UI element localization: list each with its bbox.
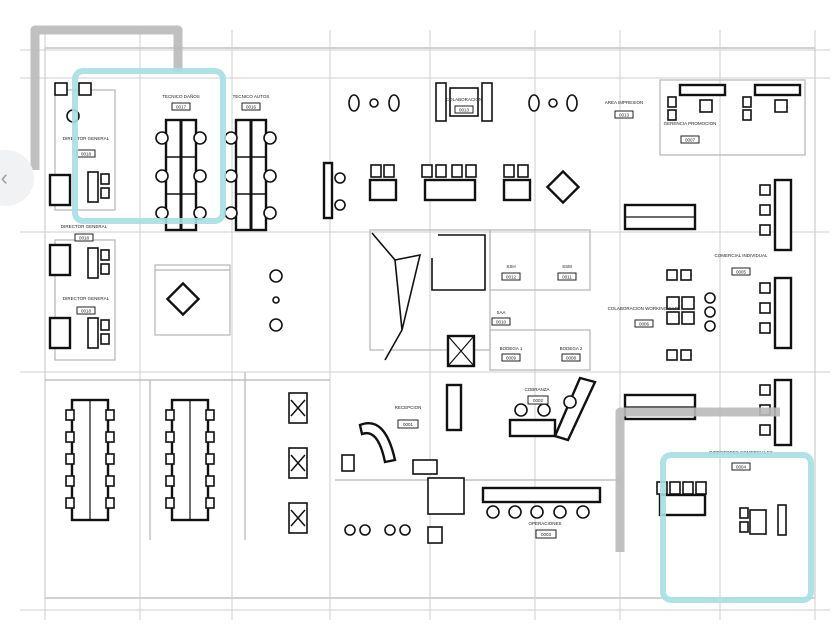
svg-text:0010: 0010 [496,320,507,325]
room-label-comercial-individual: COMERCIAL INDIVIDUAL 0005 [714,253,768,276]
svg-text:0006: 0006 [639,322,650,327]
room-label-cobranza: COBRANZA 0002 [524,387,550,405]
cyan-highlight-top-left [72,68,226,224]
svg-text:TECNICO AUTOS: TECNICO AUTOS [233,94,270,99]
svg-text:TECNICO DAÑOS: TECNICO DAÑOS [162,93,200,99]
operaciones-desks [481,486,602,519]
svg-text:OPERACIONES: OPERACIONES [528,521,561,526]
room-label-operaciones: OPERACIONES 0003 [528,521,562,539]
svg-text:0011: 0011 [562,275,572,280]
svg-text:0008: 0008 [566,356,577,361]
room-label-ssh: SSH 0012 [501,264,521,281]
svg-text:0004: 0004 [736,465,747,470]
svg-text:DIRECTOR GENERAL: DIRECTOR GENERAL [63,136,110,141]
svg-text:COLABORACION WORKING CAFE: COLABORACION WORKING CAFE [608,306,681,311]
room-label-colaboracion: COLABORACION 0013 [446,97,482,114]
desk-cluster-tecnico-danos [155,118,207,232]
room-label-area-impresion: AREA IMPRESION 0013 [605,100,644,119]
meeting-table-round [165,269,283,332]
gray-route-bottom-right [615,407,780,552]
svg-text:COMERCIAL INDIVIDUAL: COMERCIAL INDIVIDUAL [714,253,768,258]
svg-text:SSH: SSH [506,264,515,269]
svg-text:BODEGA 2: BODEGA 2 [560,346,583,351]
directores-comerciales-furniture [656,481,787,536]
svg-text:0002: 0002 [533,398,544,403]
room-label-saa: SAA 0010 [491,310,511,326]
room-label-tecnico-autos: TECNICO AUTOS 0016 [233,94,270,111]
svg-text:GERENCIA PROMOCION: GERENCIA PROMOCION [664,121,717,126]
room-label-ssm: SSM 0011 [557,264,577,281]
svg-text:DIRECTOR GENERAL: DIRECTOR GENERAL [63,296,110,301]
svg-text:0003: 0003 [541,532,552,537]
working-cafe [666,269,716,361]
conference-table-1 [65,398,115,522]
reception-desk [341,383,465,544]
svg-text:AREA IMPRESION: AREA IMPRESION [605,100,644,105]
svg-text:0009: 0009 [506,356,517,361]
svg-text:BODEGA 1: BODEGA 1 [500,346,523,351]
svg-text:SAA: SAA [496,310,505,315]
svg-text:SSM: SSM [562,264,572,269]
walls [20,30,830,620]
gray-route-top-left [30,25,183,170]
gerencia-offices [667,83,802,121]
svg-text:COLABORACION: COLABORACION [446,97,482,102]
svg-text:0007: 0007 [685,138,696,143]
room-label-director-3: DIRECTOR GENERAL 0018 [63,296,110,315]
director-office-furniture [48,82,110,350]
svg-text:0017: 0017 [176,105,187,110]
svg-text:COBRANZA: COBRANZA [524,387,549,392]
cyan-highlight-bottom-right [660,452,814,603]
room-label-director-2: DIRECTOR GENERAL 0018 [61,224,108,242]
room-labels: TECNICO DAÑOS 0017 TECNICO AUTOS 0016 DIRE… [61,93,773,539]
lounge-seating-top [348,82,578,122]
svg-text:0001: 0001 [403,422,414,427]
desk-cluster-tecnico-autos [224,118,277,232]
svg-text:0018: 0018 [81,309,92,314]
staircase [371,232,486,368]
room-label-director-1: DIRECTOR GENERAL 0018 [63,136,110,158]
svg-text:0012: 0012 [506,275,517,280]
svg-text:0018: 0018 [79,236,90,241]
conference-table-2 [165,398,215,522]
highlight-overlays [30,25,814,603]
booth-row [322,161,581,220]
room-label-gerencia-promocion: GERENCIA PROMOCION 0007 [664,121,717,144]
small-tables-column [288,392,308,534]
svg-text:DIRECTOR GENERAL: DIRECTOR GENERAL [61,224,108,229]
workstations-right [623,178,793,447]
svg-text:0013: 0013 [459,108,470,113]
svg-text:0013: 0013 [619,113,630,118]
room-label-tecnico-danos: TECNICO DAÑOS 0017 [162,93,200,111]
room-label-recepcion: RECEPCION 0001 [395,405,422,429]
svg-text:0016: 0016 [246,105,257,110]
chevron-left-icon: ‹ [0,165,8,190]
svg-text:0018: 0018 [81,152,92,157]
room-label-working-cafe: COLABORACION WORKING CAFE 0006 [608,306,681,328]
room-label-bodega-1: BODEGA 1 0009 [500,346,523,362]
svg-text:RECEPCION: RECEPCION [395,405,422,410]
cobranza-desks [508,376,597,442]
svg-text:0005: 0005 [736,270,747,275]
room-label-bodega-2: BODEGA 2 0008 [560,346,583,362]
